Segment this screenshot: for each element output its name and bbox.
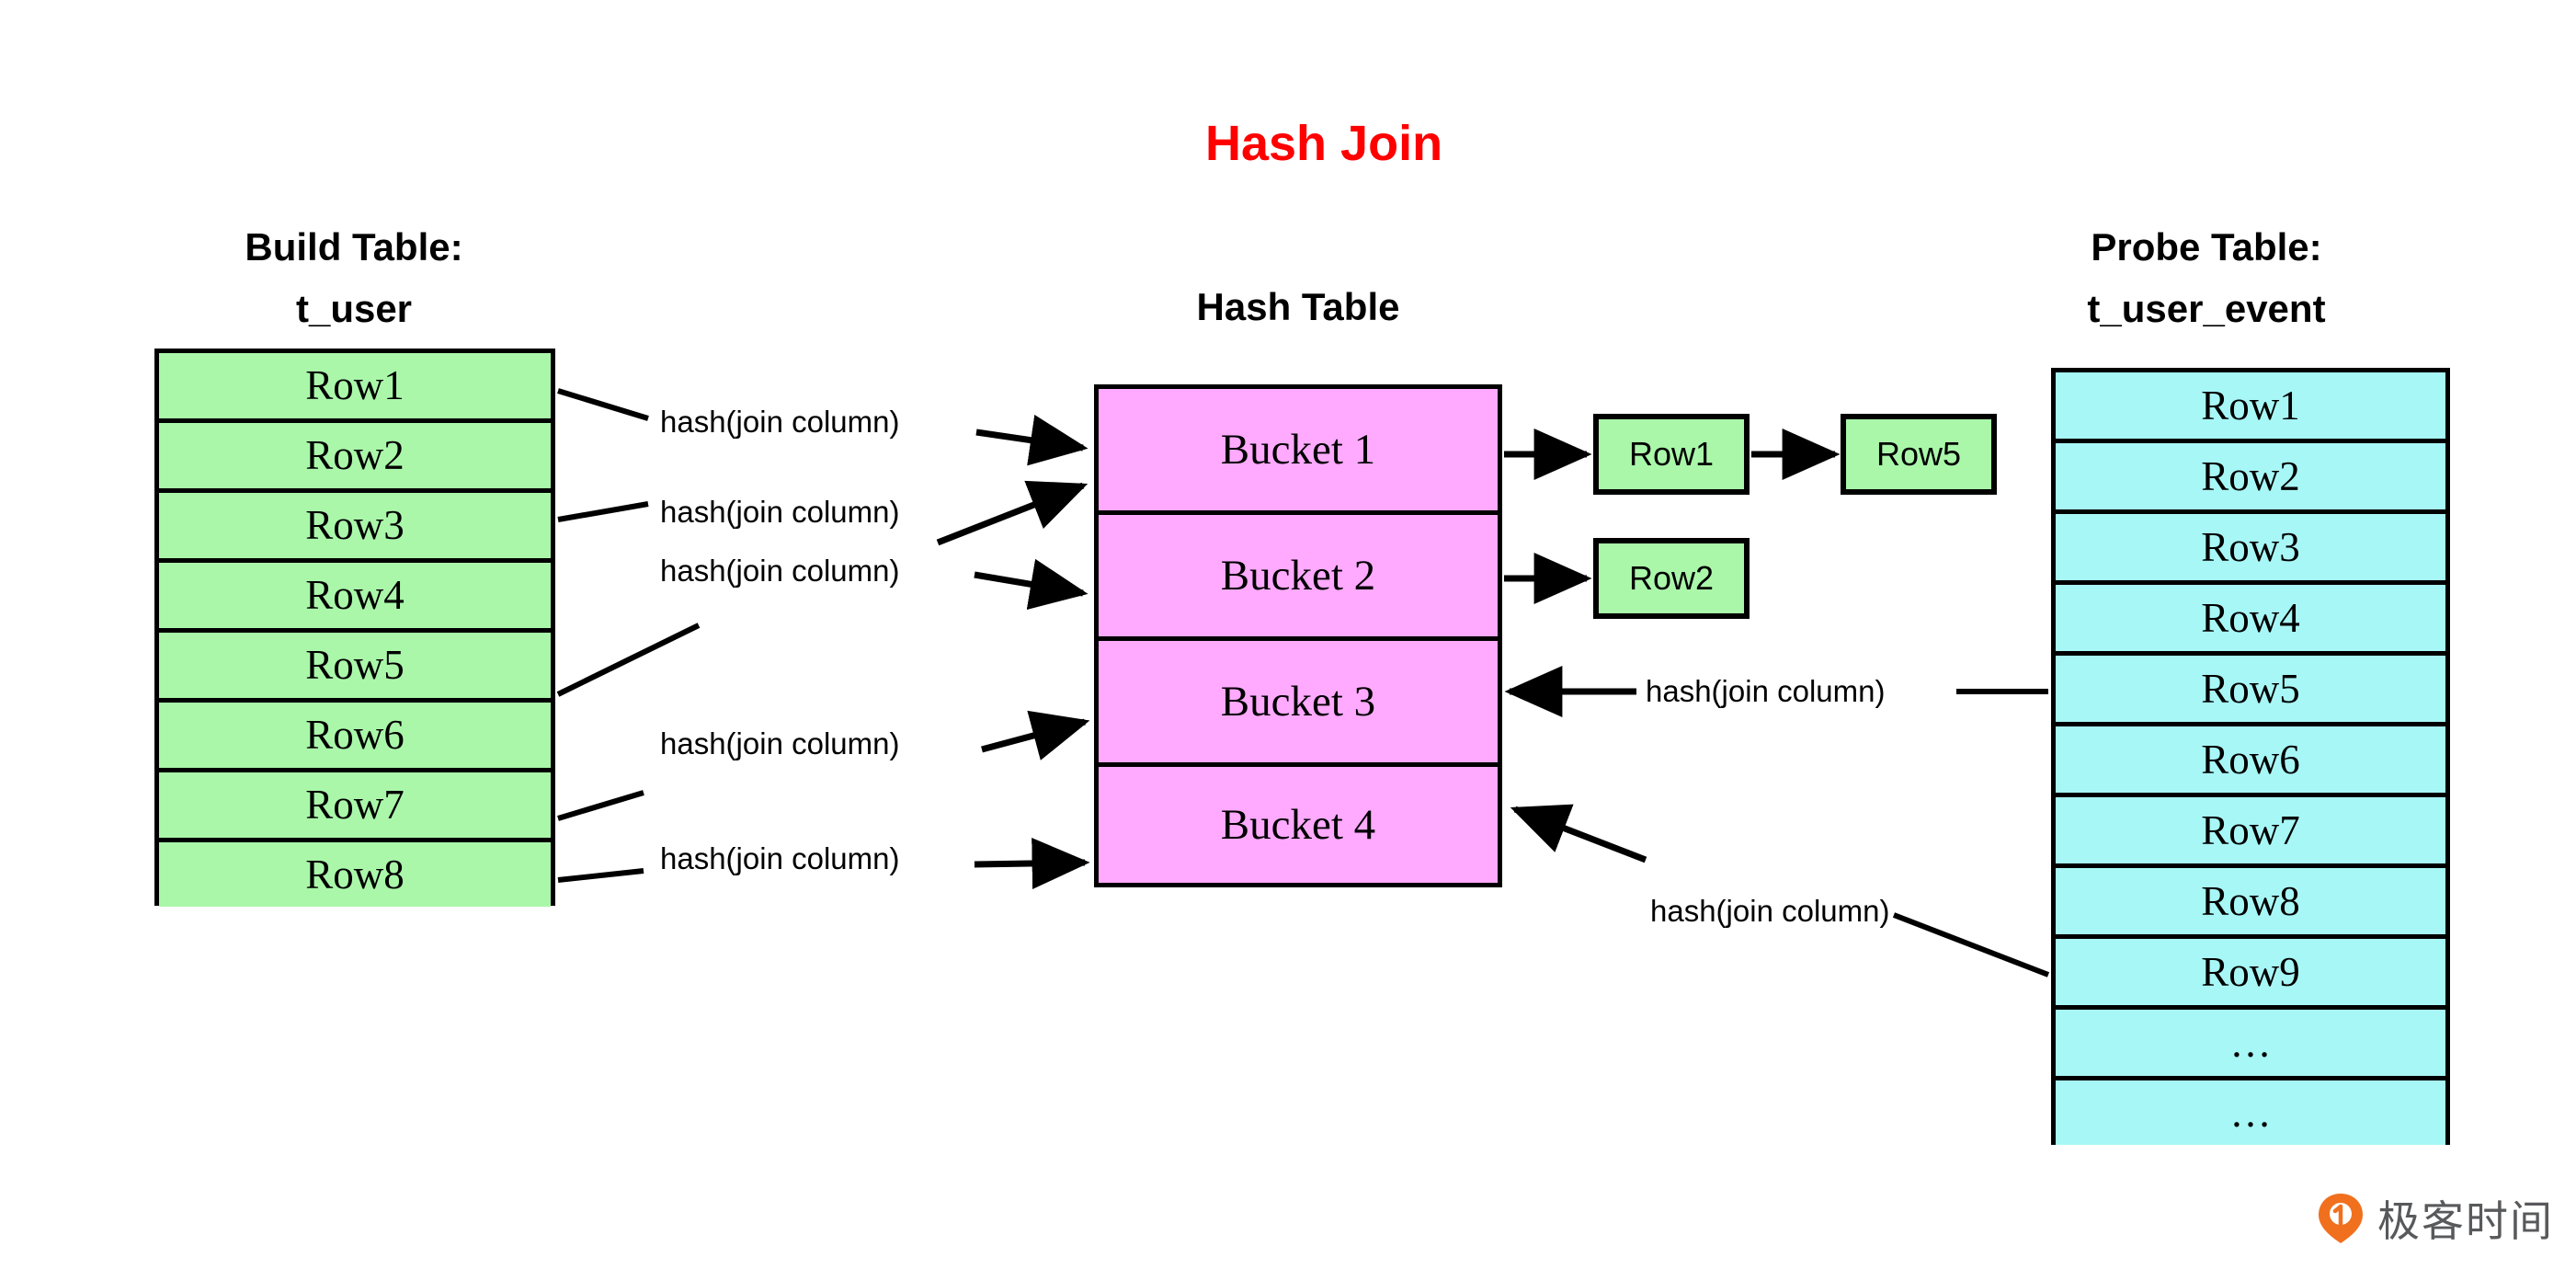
probe-table-caption-line2: t_user_event	[2087, 287, 2326, 330]
chain-node-bucket1-row1: Row1	[1593, 414, 1750, 495]
build-table-caption-line1: Build Table:	[245, 225, 463, 269]
edge-label-build-5: hash(join column)	[660, 841, 900, 875]
page-title: Hash Join	[1205, 116, 1443, 171]
edge-label-build-1: hash(join column)	[660, 405, 900, 439]
probe-row: Row6	[2056, 726, 2445, 797]
probe-row: …	[2056, 1080, 2445, 1145]
build-row: Row6	[159, 703, 551, 772]
probe-row: Row2	[2056, 443, 2445, 514]
bucket: Bucket 4	[1099, 767, 1498, 883]
hash-table-caption: Hash Table	[1196, 285, 1400, 328]
bucket: Bucket 2	[1099, 515, 1498, 641]
probe-row: Row4	[2056, 585, 2445, 656]
build-row: Row7	[159, 772, 551, 842]
build-row: Row2	[159, 423, 551, 493]
edge-label-probe-1: hash(join column)	[1646, 674, 1886, 708]
probe-row: Row8	[2056, 868, 2445, 939]
probe-table: Row1 Row2 Row3 Row4 Row5 Row6 Row7 Row8 …	[2051, 368, 2450, 1145]
edge-label-probe-2: hash(join column)	[1650, 894, 1890, 928]
probe-row: Row3	[2056, 514, 2445, 585]
probe-row: Row9	[2056, 939, 2445, 1010]
chain-node-bucket1-row5: Row5	[1841, 414, 1997, 495]
build-row: Row8	[159, 842, 551, 907]
geektime-pin-logo-icon	[2319, 1194, 2363, 1243]
watermark-text: 极客时间	[2377, 1197, 2554, 1245]
edge-label-build-2: hash(join column)	[660, 495, 900, 529]
bucket: Bucket 1	[1099, 389, 1498, 515]
bucket: Bucket 3	[1099, 641, 1498, 767]
build-table: Row1 Row2 Row3 Row4 Row5 Row6 Row7 Row8	[154, 349, 555, 907]
build-row: Row3	[159, 493, 551, 563]
probe-row: Row1	[2056, 372, 2445, 443]
build-row: Row5	[159, 633, 551, 703]
hash-table: Bucket 1 Bucket 2 Bucket 3 Bucket 4	[1094, 384, 1502, 887]
build-row: Row1	[159, 353, 551, 423]
build-row: Row4	[159, 563, 551, 633]
probe-row: …	[2056, 1010, 2445, 1080]
chain-node-bucket2-row2: Row2	[1593, 538, 1750, 619]
edge-label-build-3: hash(join column)	[660, 554, 900, 588]
edge-label-build-4: hash(join column)	[660, 726, 900, 760]
watermark: 极客时间	[2317, 1188, 2554, 1249]
probe-row: Row5	[2056, 656, 2445, 726]
build-table-caption-line2: t_user	[295, 287, 413, 330]
probe-row: Row7	[2056, 797, 2445, 868]
probe-table-caption-line1: Probe Table:	[2091, 225, 2322, 269]
